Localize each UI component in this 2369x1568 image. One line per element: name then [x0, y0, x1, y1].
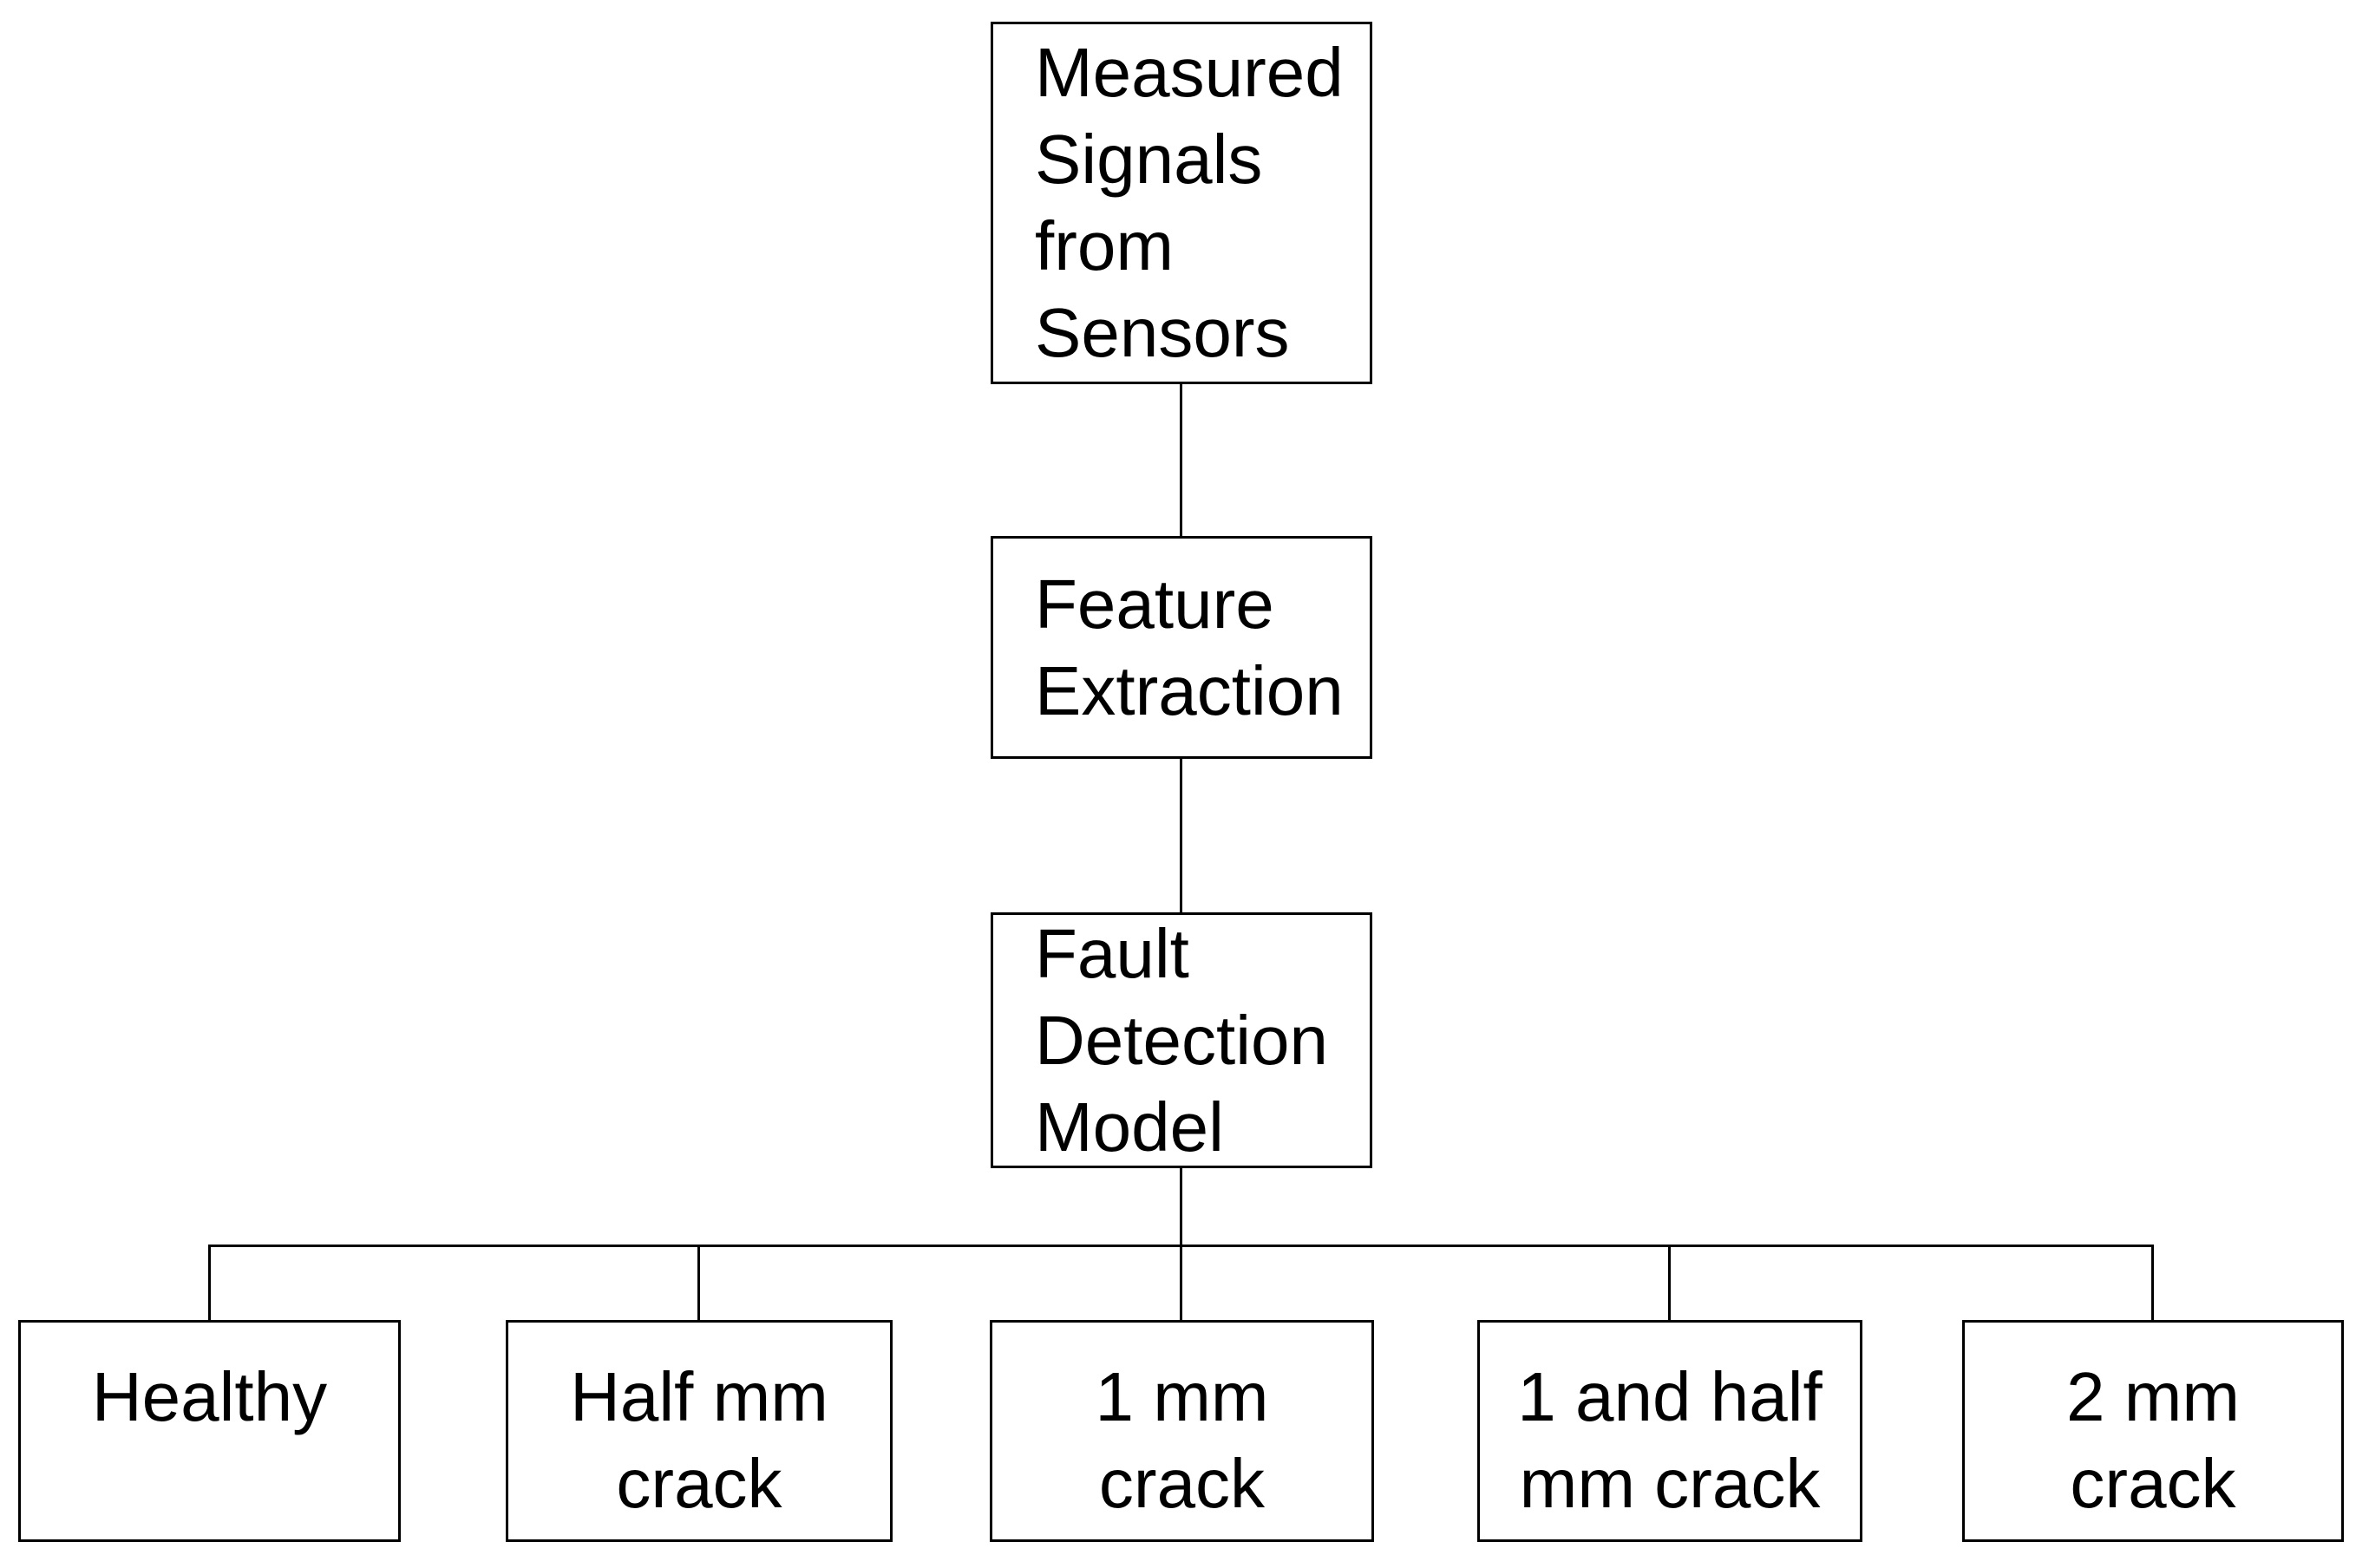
flowchart-box-half-mm-crack: Half mm crack — [506, 1320, 893, 1542]
flowchart-box-1-mm-crack: 1 mm crack — [990, 1320, 1374, 1542]
branch-drop-healthy — [208, 1245, 211, 1320]
box-text-line: crack — [1098, 1445, 1266, 1522]
flowchart-box-healthy: Healthy — [18, 1320, 401, 1542]
flowchart-box-measured-signals: Measured Signals from Sensors — [991, 22, 1372, 384]
flowchart-box-1-and-half-mm-crack: 1 and half mm crack — [1477, 1320, 1862, 1542]
box-text-line: crack — [616, 1445, 782, 1522]
connector-measured-to-feature — [1180, 384, 1182, 536]
box-text-line: Extraction — [1035, 651, 1344, 729]
box-text-line: 1 mm — [1095, 1358, 1269, 1435]
branch-drop-half-mm-crack — [697, 1245, 700, 1320]
box-text-line: from — [1035, 207, 1174, 284]
branch-drop-1-and-half-mm-crack — [1668, 1245, 1671, 1320]
box-text-line: Fault — [1035, 914, 1189, 992]
box-text-line: Feature — [1035, 565, 1274, 643]
box-text-line: mm crack — [1519, 1445, 1821, 1522]
box-text-line: Signals — [1035, 121, 1263, 198]
box-text-line: Half mm — [570, 1358, 828, 1435]
box-text-line: 1 and half — [1517, 1358, 1823, 1435]
box-text-line: Healthy — [91, 1358, 328, 1435]
flowchart-box-fault-detection-model: Fault Detection Model — [991, 912, 1372, 1168]
box-text-line: Model — [1035, 1088, 1224, 1166]
box-text-line: Sensors — [1035, 294, 1290, 371]
box-text-line: Detection — [1035, 1001, 1328, 1079]
box-text-line: Measured — [1035, 34, 1344, 111]
connector-feature-to-fault — [1180, 759, 1182, 912]
flowchart-box-feature-extraction: Feature Extraction — [991, 536, 1372, 759]
connector-fault-to-branch — [1180, 1168, 1182, 1245]
box-text-line: crack — [2070, 1445, 2236, 1522]
box-text-line: 2 mm — [2066, 1358, 2240, 1435]
branch-drop-1-mm-crack — [1180, 1245, 1182, 1320]
branch-drop-2-mm-crack — [2151, 1245, 2154, 1320]
flowchart-box-2-mm-crack: 2 mm crack — [1962, 1320, 2344, 1542]
